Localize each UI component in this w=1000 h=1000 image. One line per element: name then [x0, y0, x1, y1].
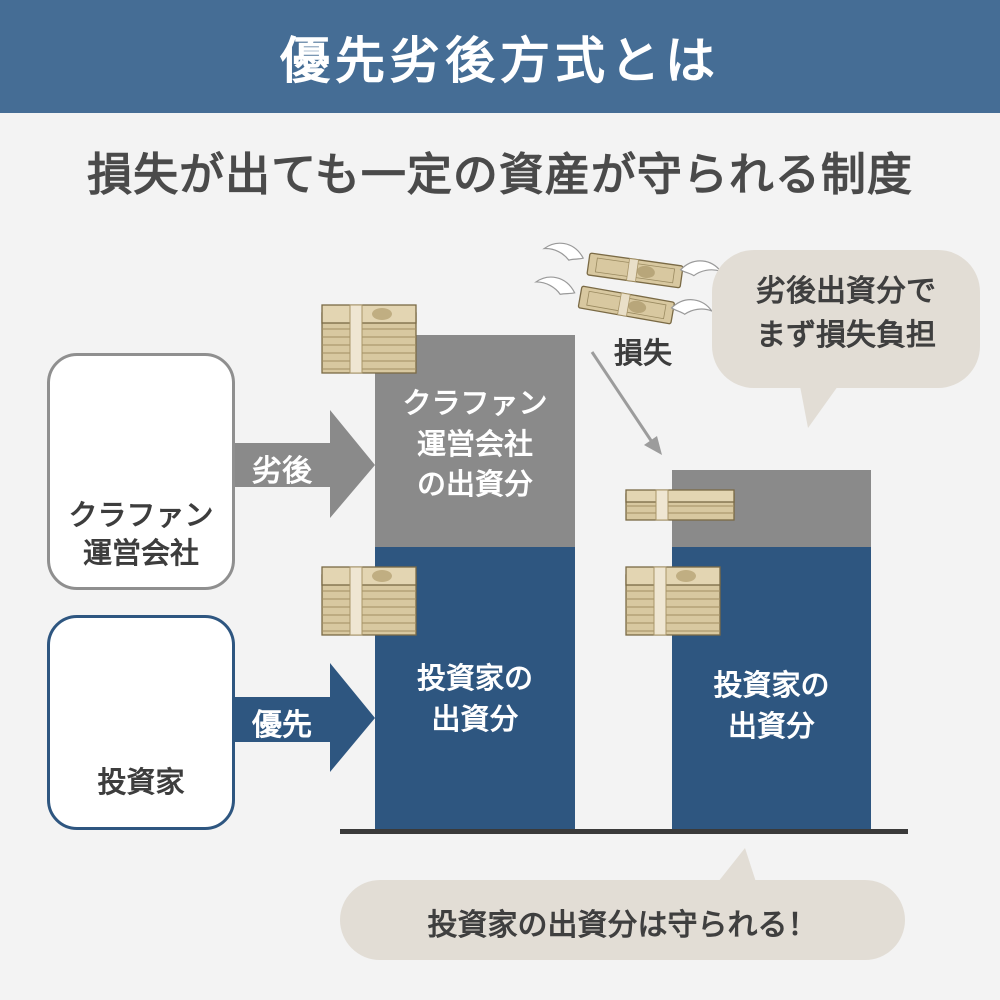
money-stack-icon: [625, 566, 721, 636]
priority-arrow: [235, 663, 375, 772]
loss-arrow-head: [644, 436, 662, 455]
priority-arrow-label: 優先: [252, 708, 312, 743]
subordinated-arrow-label: 劣後: [252, 454, 312, 489]
callout-bottom-text: 投資家の出資分は守られる！: [427, 908, 818, 943]
bar-after-investor-text: 投資家の 出資分: [672, 665, 871, 746]
operator-card: クラファン 運営会社: [47, 353, 235, 590]
callout-top-line2: まず損失負担: [756, 317, 936, 353]
operator-label: クラファン 運営会社: [68, 497, 213, 572]
investor-label: 投資家: [97, 765, 185, 799]
money-bundle-icon: [625, 489, 735, 521]
bar-before-investor-line2: 出資分: [431, 701, 519, 736]
money-stack-icon: [321, 304, 417, 374]
callout-top-tail: [800, 386, 838, 428]
bar-before-investor-text: 投資家の 出資分: [375, 658, 575, 739]
callout-top-line1: 劣後出資分で: [756, 274, 936, 309]
bar-before-operator-line3: の出資分: [416, 467, 533, 502]
bar-before-operator-text: クラファン 運営会社 の出資分: [375, 383, 575, 505]
page-title: 優先劣後方式とは: [280, 31, 720, 90]
bar-before-investor-line1: 投資家の: [416, 661, 533, 695]
investor-card: 投資家: [47, 615, 235, 830]
bar-before-operator-line2: 運営会社: [416, 426, 533, 461]
flying-money-icon: [534, 273, 714, 325]
operator-label-line1: クラファン: [68, 498, 214, 532]
callout-top-bubble: [712, 250, 980, 388]
header-banner: 優先劣後方式とは: [0, 0, 1000, 113]
loss-arrow: [590, 351, 654, 443]
money-stack-icon: [321, 566, 417, 636]
operator-label-line2: 運営会社: [82, 535, 199, 570]
subordinated-arrow: [235, 410, 375, 518]
subtitle: 損失が出ても一定の資産が守られる制度: [87, 148, 913, 201]
bar-after-investor-line2: 出資分: [727, 708, 815, 743]
bar-before-operator-line1: クラファン: [402, 386, 548, 420]
callout-top-text: 劣後出資分で まず損失負担: [712, 270, 980, 357]
loss-label: 損失: [614, 336, 673, 370]
baseline: [340, 829, 908, 834]
callout-bottom-bubble: [340, 880, 905, 960]
bar-after-investor-line1: 投資家の: [713, 668, 830, 702]
callout-bottom-tail: [718, 848, 756, 882]
